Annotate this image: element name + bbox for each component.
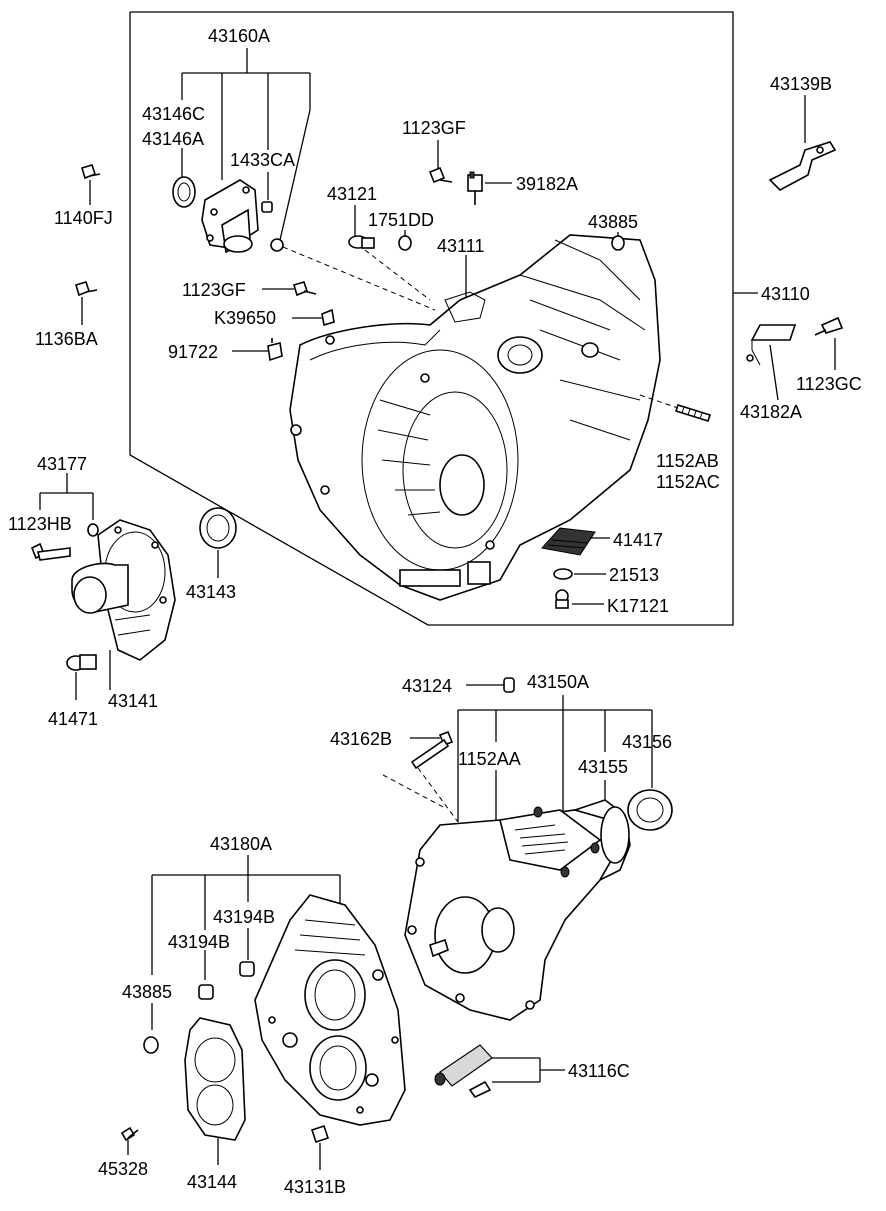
label-1152AC: 1152AC (656, 472, 720, 492)
bearing-retainer-43146A (201, 179, 259, 254)
dowel-43885-top (611, 235, 625, 251)
bolt-45328 (120, 1126, 139, 1142)
label-1136BA: 1136BA (35, 329, 98, 349)
plug-41471 (66, 654, 97, 671)
dowel-43885-bottom (143, 1036, 159, 1054)
bolt-1123GC (814, 316, 844, 336)
label-43885-bottom: 43885 (122, 982, 172, 1002)
label-43139B: 43139B (770, 74, 832, 94)
plug-K17121 (555, 589, 569, 609)
extension-housing-43150A (404, 799, 631, 1021)
label-K17121: K17121 (607, 596, 669, 616)
cover-41417 (541, 527, 596, 556)
clutch-housing-43111 (289, 234, 661, 601)
label-K39650: K39650 (214, 308, 276, 328)
label-43124: 43124 (402, 676, 452, 696)
label-43110: 43110 (761, 284, 810, 304)
pin-43194B-b (239, 961, 255, 977)
label-1152AA: 1152AA (458, 749, 521, 769)
label-43116C: 43116C (568, 1061, 630, 1081)
label-43177: 43177 (37, 454, 87, 474)
label-1123HB: 1123HB (8, 514, 72, 534)
bolt-1140FJ (81, 164, 101, 180)
washer-1751DD (398, 235, 412, 251)
gasket-43144 (184, 1017, 246, 1141)
bolt-1123HB (30, 542, 71, 561)
label-91722: 91722 (168, 342, 218, 362)
label-43180A: 43180A (210, 834, 272, 854)
clip-43131B (310, 1124, 330, 1144)
washer-1123HB (87, 523, 99, 537)
bolt-43162B (410, 730, 454, 770)
label-43146C: 43146C (142, 104, 205, 124)
pin-43194B-a (198, 984, 214, 1000)
assembly-frame-43110 (129, 11, 734, 626)
label-43150A: 43150A (527, 672, 589, 692)
plug-43121 (348, 235, 375, 249)
label-43194B-upper: 43194B (213, 907, 275, 927)
label-43155: 43155 (578, 757, 628, 777)
label-45328: 45328 (98, 1159, 148, 1179)
label-43160A: 43160A (208, 26, 270, 46)
label-43146A: 43146A (142, 129, 204, 149)
label-41417: 41417 (613, 530, 663, 550)
o-ring-small (270, 238, 284, 252)
sender-43116C (434, 1044, 493, 1099)
label-1123GC: 1123GC (796, 374, 862, 394)
label-43194B-lower: 43194B (168, 932, 230, 952)
label-43144: 43144 (187, 1172, 237, 1192)
label-1433CA: 1433CA (230, 150, 295, 170)
retainer-43141 (71, 519, 176, 661)
washer-21513 (553, 568, 573, 580)
oil-seal-43143 (199, 507, 237, 549)
label-43885-top: 43885 (588, 212, 638, 232)
clip-91722 (267, 338, 283, 362)
label-43131B: 43131B (284, 1177, 346, 1197)
label-21513: 21513 (609, 565, 659, 585)
label-43156: 43156 (622, 732, 672, 752)
stud-bolt-1152AB (674, 404, 712, 422)
label-43141: 43141 (108, 691, 158, 711)
bracket-43139B (768, 141, 837, 191)
clip-K39650 (321, 308, 335, 327)
label-39182A: 39182A (516, 174, 578, 194)
label-1123GF-top: 1123GF (402, 118, 466, 138)
bolt-1136BA (75, 281, 98, 297)
label-43162B: 43162B (330, 729, 392, 749)
label-43182A: 43182A (740, 402, 802, 422)
label-1152AB: 1152AB (656, 451, 719, 471)
bracket-43182A (746, 324, 797, 366)
oil-seal-43146C (172, 176, 196, 208)
oil-seal-43156 (627, 789, 673, 831)
sensor-39182A (467, 171, 483, 205)
label-1751DD: 1751DD (368, 210, 434, 230)
label-43111: 43111 (437, 236, 484, 256)
pin-1433CA (261, 201, 273, 213)
bolt-1123GF-mid (293, 281, 317, 297)
rear-plate-43180A (254, 894, 406, 1126)
label-43143: 43143 (186, 582, 236, 602)
label-43121: 43121 (327, 184, 377, 204)
bolt-1123GF-top (428, 166, 453, 184)
label-1123GF-mid: 1123GF (182, 280, 246, 300)
label-1140FJ: 1140FJ (54, 208, 113, 228)
label-41471: 41471 (48, 709, 98, 729)
breather-43124 (503, 677, 515, 693)
